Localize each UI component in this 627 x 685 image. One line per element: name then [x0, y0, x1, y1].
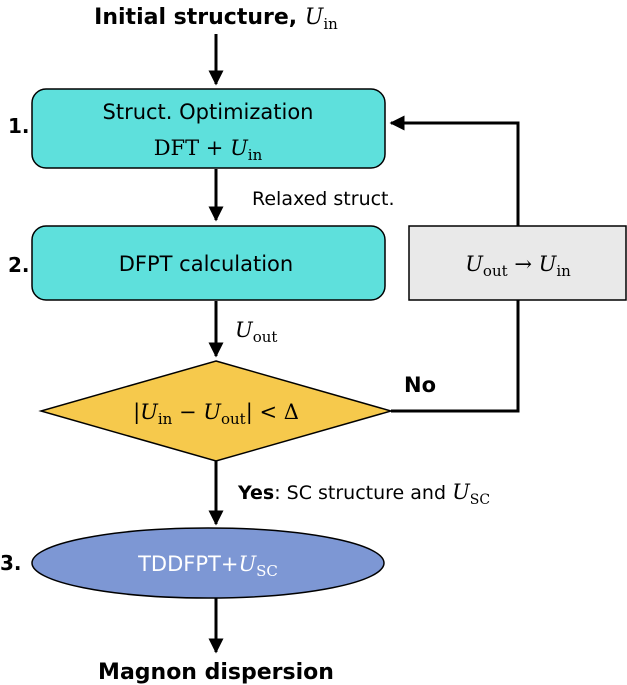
yes-label: Yes: SC structure and USC [237, 480, 490, 508]
feedback-line-top [389, 115, 520, 226]
step1-box[interactable] [31, 88, 386, 169]
step2-label: DFPT calculation [119, 252, 293, 276]
decision-condition: |Uin − Uout| < Δ [133, 400, 299, 428]
step3-label: TDDFPT+USC [137, 552, 278, 580]
relaxed-label: Relaxed struct. [252, 188, 395, 210]
step3-number: 3. [0, 551, 22, 575]
update-box-label: Uout → Uin [465, 252, 571, 280]
feedback-line-bottom [391, 300, 520, 413]
step2-box[interactable] [31, 225, 386, 301]
step1-subtitle: DFT + Uin [154, 136, 263, 164]
step1-number: 1. [8, 114, 30, 138]
start-label: Initial structure, Uin [94, 5, 338, 33]
step3-ellipse[interactable] [31, 527, 385, 599]
no-label: No [404, 373, 436, 397]
uout-label: Uout [235, 318, 277, 346]
step1-title: Struct. Optimization [103, 100, 314, 124]
update-box[interactable] [408, 225, 627, 301]
end-label: Magnon dispersion [98, 660, 334, 685]
step2-number: 2. [8, 253, 30, 277]
